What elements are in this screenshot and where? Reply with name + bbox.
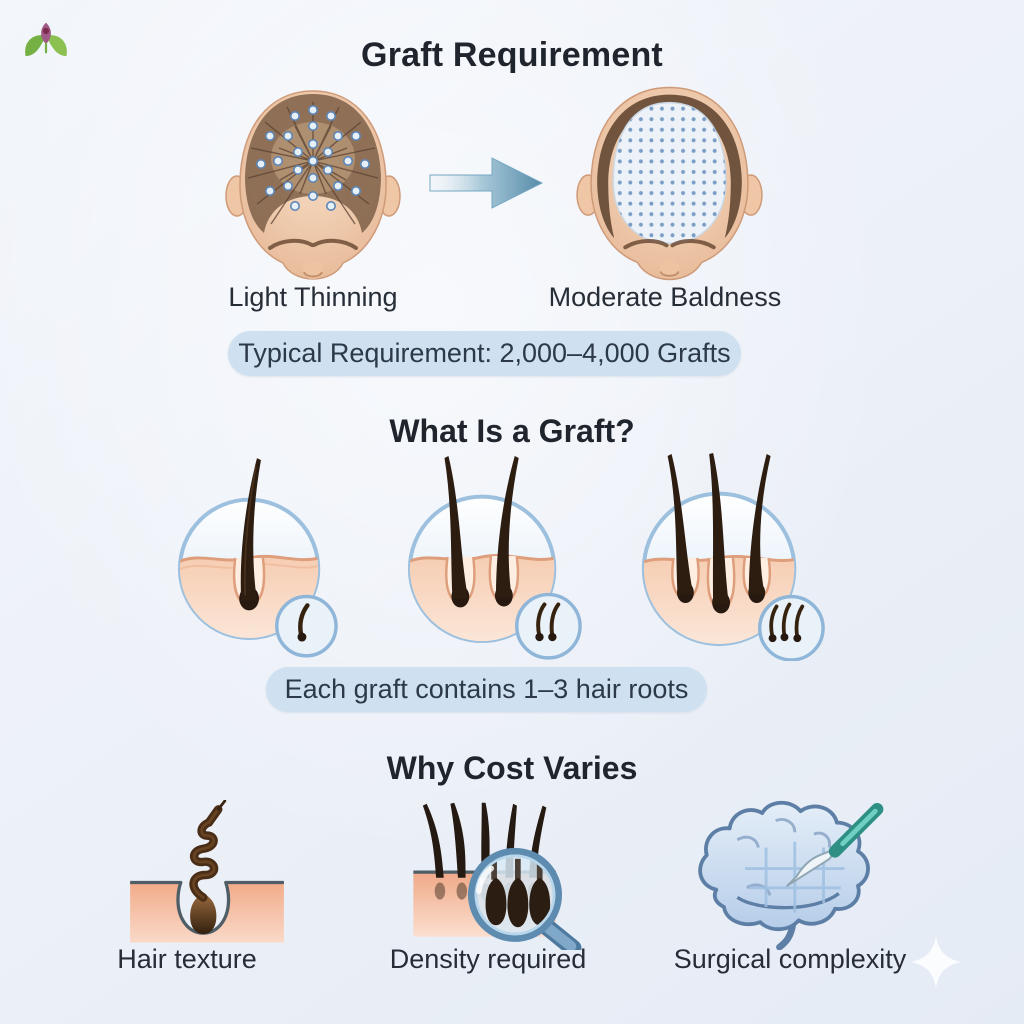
- progression-arrow-icon: [428, 146, 550, 220]
- stage-label-light-thinning: Light Thinning: [228, 282, 398, 312]
- density-magnifier-icon: [392, 798, 600, 950]
- section-heading-what-is-graft: What Is a Graft?: [389, 413, 635, 449]
- single-hair-graft-illustration: [172, 452, 340, 662]
- graft-contents-badge: Each graft contains 1–3 hair roots: [266, 667, 707, 712]
- head-light-thinning-illustration: [213, 86, 413, 284]
- typical-requirement-badge: Typical Requirement: 2,000–4,000 Grafts: [228, 331, 741, 376]
- double-hair-graft-illustration: [398, 448, 586, 661]
- head-moderate-baldness-illustration: [562, 82, 778, 284]
- factor-label-density-required: Density required: [389, 944, 587, 974]
- sparkle-icon: [910, 936, 962, 988]
- section-heading-why-cost-varies: Why Cost Varies: [386, 750, 638, 786]
- factor-label-surgical-complexity: Surgical complexity: [673, 944, 907, 974]
- curly-hair-follicle-icon: [118, 800, 296, 950]
- brain-scalpel-icon: [676, 792, 904, 950]
- clinic-logo-icon: [20, 14, 72, 72]
- stage-label-moderate-baldness: Moderate Baldness: [548, 282, 782, 312]
- triple-hair-graft-illustration: [628, 448, 831, 661]
- factor-label-hair-texture: Hair texture: [117, 944, 257, 974]
- page-title: Graft Requirement: [361, 36, 663, 74]
